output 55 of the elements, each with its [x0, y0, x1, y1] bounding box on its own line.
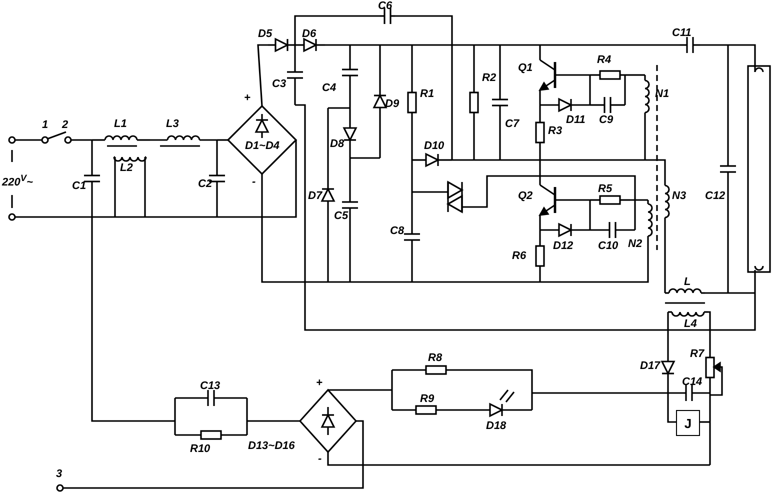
- part-label: C11: [672, 27, 692, 39]
- part-label: C9: [599, 114, 614, 126]
- part-label: Q2: [518, 190, 533, 202]
- terminal-number: 2: [62, 119, 68, 131]
- part-label: D1~D4: [245, 140, 280, 152]
- part-label: R6: [512, 250, 526, 262]
- part-label: C10: [598, 240, 618, 252]
- part-label: R5: [598, 183, 612, 195]
- part-label: D6: [302, 28, 316, 40]
- polarity-sign: -: [252, 176, 256, 188]
- terminal-number: 1: [42, 119, 48, 131]
- part-label: D10: [424, 140, 444, 152]
- part-label: L3: [166, 118, 179, 130]
- part-label: N3: [672, 190, 686, 202]
- terminal-number: 3: [56, 468, 62, 480]
- part-label: C2: [198, 178, 212, 190]
- part-label: R3: [548, 125, 562, 137]
- part-label: C6: [378, 0, 392, 12]
- relay-box: J: [676, 410, 700, 436]
- part-label: D18: [486, 420, 506, 432]
- part-label: R10: [190, 443, 210, 455]
- part-label: D7: [308, 190, 322, 202]
- part-label: D17: [640, 360, 660, 372]
- part-label: Q1: [518, 62, 533, 74]
- part-label: C1: [72, 180, 86, 192]
- polarity-sign: -: [318, 453, 322, 465]
- part-label: C13: [200, 380, 220, 392]
- part-label: D8: [330, 138, 344, 150]
- part-label: C7: [505, 118, 520, 130]
- part-label: D9: [385, 98, 400, 110]
- part-label: D11: [566, 114, 586, 126]
- part-label: C14: [682, 376, 702, 388]
- part-label: N1: [655, 88, 670, 100]
- part-label: R1: [420, 88, 434, 100]
- part-label: R7: [690, 348, 704, 360]
- part-label: R9: [420, 393, 434, 405]
- part-label: R2: [482, 72, 496, 84]
- part-label: R4: [597, 54, 612, 66]
- part-label: C3: [272, 78, 286, 90]
- part-label: C12: [705, 190, 726, 202]
- part-label: C5: [334, 210, 348, 222]
- polarity-sign: +: [316, 377, 322, 389]
- part-label: D5: [258, 28, 272, 40]
- part-label: D13~D16: [248, 440, 295, 452]
- part-label: L1: [114, 118, 127, 130]
- part-label: R8: [428, 352, 442, 364]
- part-label: N2: [628, 238, 642, 250]
- part-label: C4: [322, 82, 336, 94]
- polarity-sign: +: [244, 92, 250, 104]
- voltage-label: 220$^{V}$~: [2, 172, 33, 189]
- part-label: D12: [553, 240, 574, 252]
- part-label: L4: [684, 318, 697, 330]
- part-label: L2: [120, 162, 133, 174]
- part-label: C8: [390, 225, 404, 237]
- part-label: L: [684, 276, 691, 288]
